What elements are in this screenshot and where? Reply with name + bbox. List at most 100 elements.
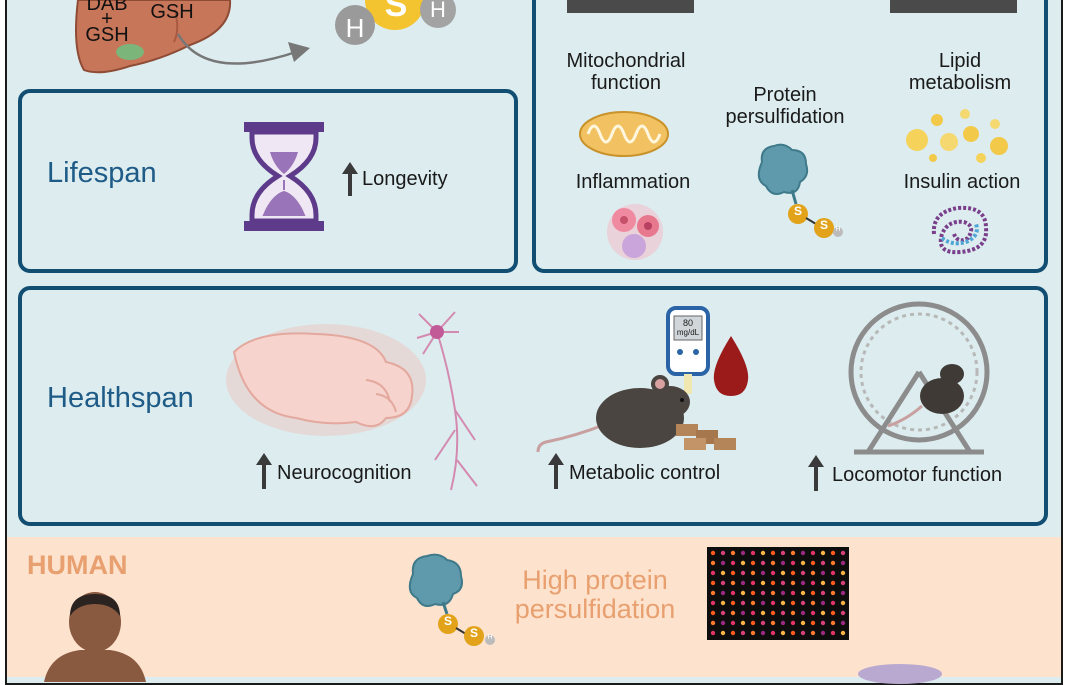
blot-dot bbox=[840, 600, 846, 606]
blot-dot bbox=[830, 610, 836, 616]
persulf-label-line1: Protein bbox=[753, 84, 817, 106]
meter-unit: mg/dL bbox=[676, 328, 700, 337]
bottom-cut-icons bbox=[858, 664, 942, 684]
blot-dot bbox=[790, 560, 796, 566]
blot-dot bbox=[790, 620, 796, 626]
blot-dot bbox=[760, 610, 766, 616]
persulf-label-line2: persulfidation bbox=[725, 106, 845, 128]
human-finding-line2: persulfidation bbox=[514, 594, 676, 624]
blot-dot bbox=[760, 590, 766, 596]
human-title: HUMAN bbox=[27, 550, 128, 580]
blot-dot bbox=[720, 620, 726, 626]
blot-dot bbox=[820, 620, 826, 626]
up-arrow-icon bbox=[548, 453, 564, 489]
blot-dot bbox=[840, 610, 846, 616]
blot-dot bbox=[720, 610, 726, 616]
blot-dot bbox=[740, 590, 746, 596]
blot-dot bbox=[770, 560, 776, 566]
blot-dot bbox=[770, 580, 776, 586]
protein-icon bbox=[408, 553, 463, 615]
glucometer-icon bbox=[666, 306, 710, 394]
blot-dot bbox=[770, 590, 776, 596]
blot-dot bbox=[820, 610, 826, 616]
h2s-s: S bbox=[384, 0, 408, 24]
blot-dot bbox=[770, 610, 776, 616]
blot-dot bbox=[720, 600, 726, 606]
blot-dot bbox=[840, 630, 846, 636]
lifespan-title: Lifespan bbox=[47, 157, 157, 189]
blot-dot bbox=[810, 580, 816, 586]
micrograph-right bbox=[890, 0, 1017, 13]
running-wheel-icon bbox=[848, 301, 990, 455]
blot-dot bbox=[780, 590, 786, 596]
persulf-s1: S bbox=[793, 204, 802, 218]
blot-dot bbox=[770, 550, 776, 556]
blot-dot bbox=[710, 580, 716, 586]
blot-dot bbox=[740, 630, 746, 636]
blot-dot bbox=[800, 590, 806, 596]
blot-dot bbox=[810, 610, 816, 616]
insulin-receptor-icon bbox=[931, 205, 989, 255]
blot-dot bbox=[800, 560, 806, 566]
blot-dot bbox=[750, 570, 756, 576]
human-section bbox=[7, 537, 1061, 677]
human-s1: S bbox=[443, 614, 452, 628]
blot-dot bbox=[750, 620, 756, 626]
blot-dot bbox=[780, 560, 786, 566]
blot-dot bbox=[780, 630, 786, 636]
lipid-droplets-icon bbox=[906, 109, 1008, 163]
blot-dot bbox=[840, 580, 846, 586]
blot-dot bbox=[750, 580, 756, 586]
blot-dot bbox=[720, 590, 726, 596]
h2s-h-left: H bbox=[345, 13, 365, 43]
blot-dot bbox=[770, 570, 776, 576]
persulf-s2: S bbox=[819, 218, 828, 232]
blot-dot bbox=[740, 580, 746, 586]
blot-dot bbox=[730, 570, 736, 576]
blot-dot bbox=[750, 560, 756, 566]
lipid-label-line2: metabolism bbox=[908, 72, 1012, 94]
blot-dot bbox=[830, 550, 836, 556]
blot-dot bbox=[740, 570, 746, 576]
blot-dot bbox=[730, 600, 736, 606]
blot-dot bbox=[750, 550, 756, 556]
blot-dot bbox=[770, 600, 776, 606]
liver-label-plus: + bbox=[101, 8, 113, 30]
blot-dot bbox=[840, 550, 846, 556]
lifespan-outcome: Longevity bbox=[362, 168, 448, 190]
blot-dot bbox=[720, 570, 726, 576]
blot-dot bbox=[790, 630, 796, 636]
blot-dot bbox=[800, 620, 806, 626]
blot-dot bbox=[840, 570, 846, 576]
blot-dot bbox=[710, 550, 716, 556]
blot-dot bbox=[780, 550, 786, 556]
blot-dot bbox=[830, 600, 836, 606]
insulin-label: Insulin action bbox=[903, 171, 1021, 193]
blot-dot bbox=[830, 580, 836, 586]
blot-dot bbox=[710, 600, 716, 606]
blot-dot bbox=[750, 590, 756, 596]
mito-label-line2: function bbox=[590, 72, 662, 94]
up-arrow-icon bbox=[342, 162, 358, 196]
blot-dot bbox=[750, 600, 756, 606]
blot-dot bbox=[810, 620, 816, 626]
blot-dot bbox=[830, 570, 836, 576]
mitochondria-icon bbox=[579, 111, 669, 157]
blot-dot bbox=[720, 580, 726, 586]
blot-dot bbox=[760, 600, 766, 606]
blot-dot bbox=[810, 570, 816, 576]
blot-dot bbox=[840, 590, 846, 596]
blot-dot bbox=[780, 570, 786, 576]
liver-label-dab: DAB bbox=[86, 0, 128, 15]
blot-dot bbox=[760, 620, 766, 626]
liver-illustration bbox=[75, 0, 232, 74]
blot-dot bbox=[730, 630, 736, 636]
blot-dot bbox=[800, 600, 806, 606]
mito-label-line1: Mitochondrial bbox=[566, 50, 686, 72]
blot-dot bbox=[710, 630, 716, 636]
human-h: H bbox=[487, 634, 493, 641]
blot-dot bbox=[770, 630, 776, 636]
blot-dot bbox=[730, 580, 736, 586]
human-s2: S bbox=[469, 626, 478, 640]
blot-dot bbox=[820, 550, 826, 556]
